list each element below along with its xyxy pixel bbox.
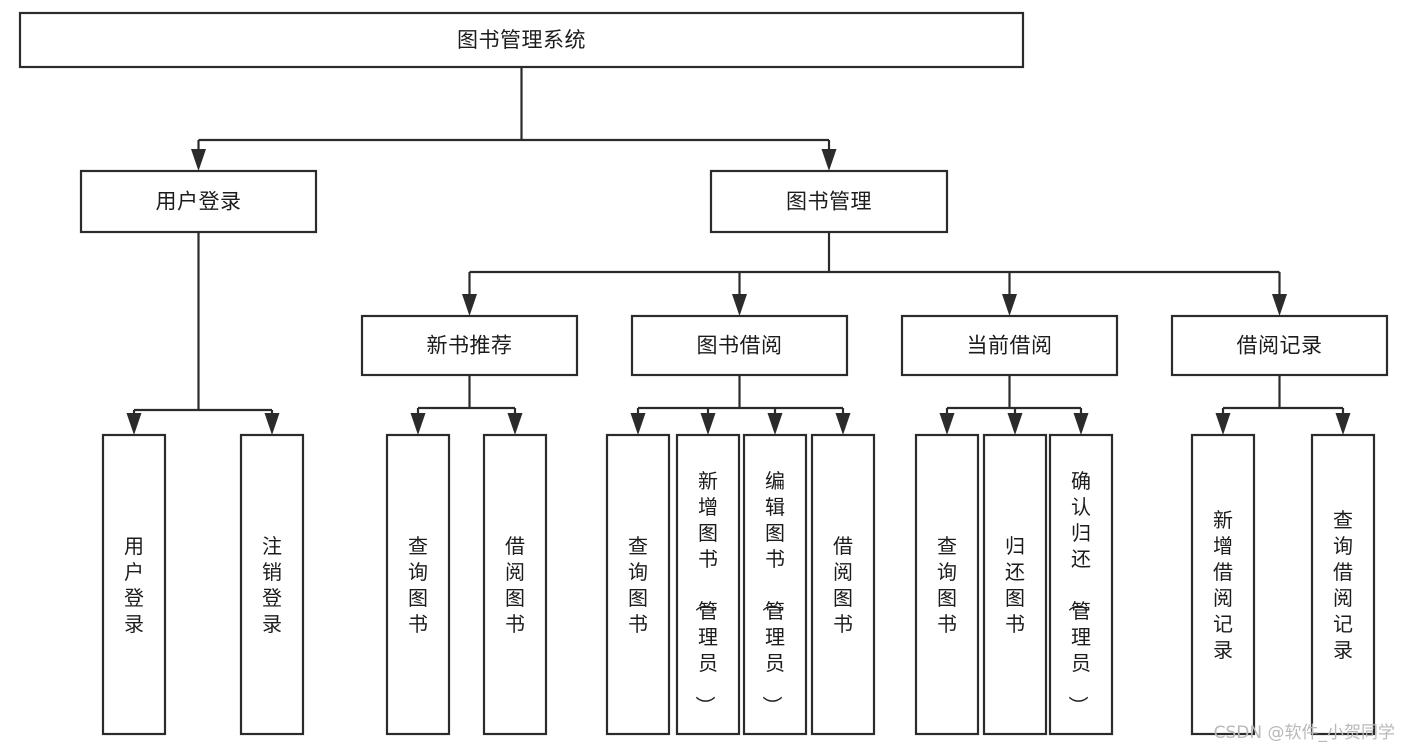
nodes-layer: 图书管理系统用户登录图书管理新书推荐图书借阅当前借阅借阅记录用户登录注销登录查询… bbox=[18, 11, 1389, 736]
connector-group-new-book-rec bbox=[410, 375, 523, 435]
arrow-head-icon bbox=[767, 413, 783, 435]
connector-group-borrow-record bbox=[1215, 375, 1351, 435]
node-label: 图书管理 bbox=[786, 190, 872, 214]
node-box[interactable] bbox=[982, 433, 1048, 736]
node-leaf-add-book[interactable]: 新增图书（管理员） bbox=[675, 433, 741, 736]
arrow-head-icon bbox=[191, 149, 206, 171]
node-label: 图书管理系统 bbox=[457, 28, 586, 52]
node-box[interactable] bbox=[1310, 433, 1376, 736]
node-box[interactable] bbox=[1190, 433, 1256, 736]
node-box[interactable] bbox=[810, 433, 876, 736]
node-borrow-record[interactable]: 借阅记录 bbox=[1170, 314, 1389, 377]
arrow-head-icon bbox=[264, 413, 280, 435]
node-leaf-query-book-2[interactable]: 查询图书 bbox=[605, 433, 671, 736]
arrow-head-icon bbox=[507, 413, 523, 435]
connector-group-user-login bbox=[126, 232, 280, 435]
node-label: 查询图书 bbox=[937, 534, 957, 636]
node-leaf-borrow-book-1[interactable]: 借阅图书 bbox=[482, 433, 548, 736]
node-leaf-return-book[interactable]: 归还图书 bbox=[982, 433, 1048, 736]
arrow-head-icon bbox=[630, 413, 646, 435]
node-box[interactable] bbox=[900, 314, 1119, 377]
node-leaf-confirm-return[interactable]: 确认归还（管理员） bbox=[1048, 433, 1114, 736]
connector-group-root bbox=[191, 67, 837, 171]
node-box[interactable] bbox=[605, 433, 671, 736]
node-leaf-query-book-3[interactable]: 查询图书 bbox=[914, 433, 980, 736]
node-new-book-rec[interactable]: 新书推荐 bbox=[360, 314, 579, 377]
node-leaf-borrow-book-2[interactable]: 借阅图书 bbox=[810, 433, 876, 736]
node-box[interactable] bbox=[1048, 433, 1114, 736]
node-label: 注销登录 bbox=[262, 534, 282, 636]
node-label: 新增借阅记录 bbox=[1213, 508, 1233, 662]
node-box[interactable] bbox=[675, 433, 741, 736]
arrow-head-icon bbox=[732, 294, 747, 316]
node-label: 查询图书 bbox=[408, 534, 428, 636]
node-box[interactable] bbox=[101, 433, 167, 736]
node-label: 借阅图书 bbox=[505, 534, 525, 636]
node-label: 查询借阅记录 bbox=[1333, 508, 1353, 662]
node-label: 确认归还（管理员） bbox=[1066, 469, 1091, 716]
node-current-borrow[interactable]: 当前借阅 bbox=[900, 314, 1119, 377]
node-leaf-logout[interactable]: 注销登录 bbox=[239, 433, 305, 736]
node-box[interactable] bbox=[630, 314, 849, 377]
arrow-head-icon bbox=[835, 413, 851, 435]
node-box[interactable] bbox=[79, 169, 318, 234]
node-label: 用户登录 bbox=[124, 534, 144, 636]
node-book-manage[interactable]: 图书管理 bbox=[709, 169, 949, 234]
node-leaf-edit-book[interactable]: 编辑图书（管理员） bbox=[742, 433, 808, 736]
arrow-head-icon bbox=[462, 294, 477, 316]
node-label: 新增图书（管理员） bbox=[693, 469, 718, 716]
arrow-head-icon bbox=[1272, 294, 1287, 316]
arrow-head-icon bbox=[1002, 294, 1017, 316]
arrow-head-icon bbox=[700, 413, 716, 435]
arrow-head-icon bbox=[410, 413, 426, 435]
node-label: 借阅记录 bbox=[1237, 334, 1323, 358]
arrow-head-icon bbox=[1335, 413, 1351, 435]
node-box[interactable] bbox=[385, 433, 451, 736]
node-box[interactable] bbox=[239, 433, 305, 736]
node-box[interactable] bbox=[742, 433, 808, 736]
arrow-head-icon bbox=[1215, 413, 1231, 435]
connector-group-book-manage bbox=[462, 232, 1287, 316]
node-box[interactable] bbox=[360, 314, 579, 377]
node-leaf-user-login[interactable]: 用户登录 bbox=[101, 433, 167, 736]
connector-group-book-borrow bbox=[630, 375, 851, 435]
node-book-borrow[interactable]: 图书借阅 bbox=[630, 314, 849, 377]
node-label: 图书借阅 bbox=[697, 334, 783, 358]
node-user-login[interactable]: 用户登录 bbox=[79, 169, 318, 234]
node-box[interactable] bbox=[482, 433, 548, 736]
node-leaf-add-record[interactable]: 新增借阅记录 bbox=[1190, 433, 1256, 736]
arrow-head-icon bbox=[1073, 413, 1089, 435]
node-label: 编辑图书（管理员） bbox=[760, 469, 785, 716]
node-box[interactable] bbox=[709, 169, 949, 234]
node-box[interactable] bbox=[914, 433, 980, 736]
arrow-head-icon bbox=[1007, 413, 1023, 435]
node-root[interactable]: 图书管理系统 bbox=[18, 11, 1025, 69]
node-leaf-query-record[interactable]: 查询借阅记录 bbox=[1310, 433, 1376, 736]
node-label: 当前借阅 bbox=[967, 334, 1053, 358]
node-label: 借阅图书 bbox=[833, 534, 853, 636]
arrow-head-icon bbox=[939, 413, 955, 435]
node-label: 归还图书 bbox=[1005, 534, 1025, 636]
connector-group-current-borrow bbox=[939, 375, 1089, 435]
node-box[interactable] bbox=[18, 11, 1025, 69]
node-label: 新书推荐 bbox=[427, 334, 513, 358]
node-leaf-query-book-1[interactable]: 查询图书 bbox=[385, 433, 451, 736]
arrow-head-icon bbox=[821, 149, 837, 171]
node-box[interactable] bbox=[1170, 314, 1389, 377]
node-label: 查询图书 bbox=[628, 534, 648, 636]
arrow-head-icon bbox=[126, 413, 142, 435]
connectors-layer bbox=[126, 67, 1351, 435]
node-label: 用户登录 bbox=[156, 190, 242, 214]
